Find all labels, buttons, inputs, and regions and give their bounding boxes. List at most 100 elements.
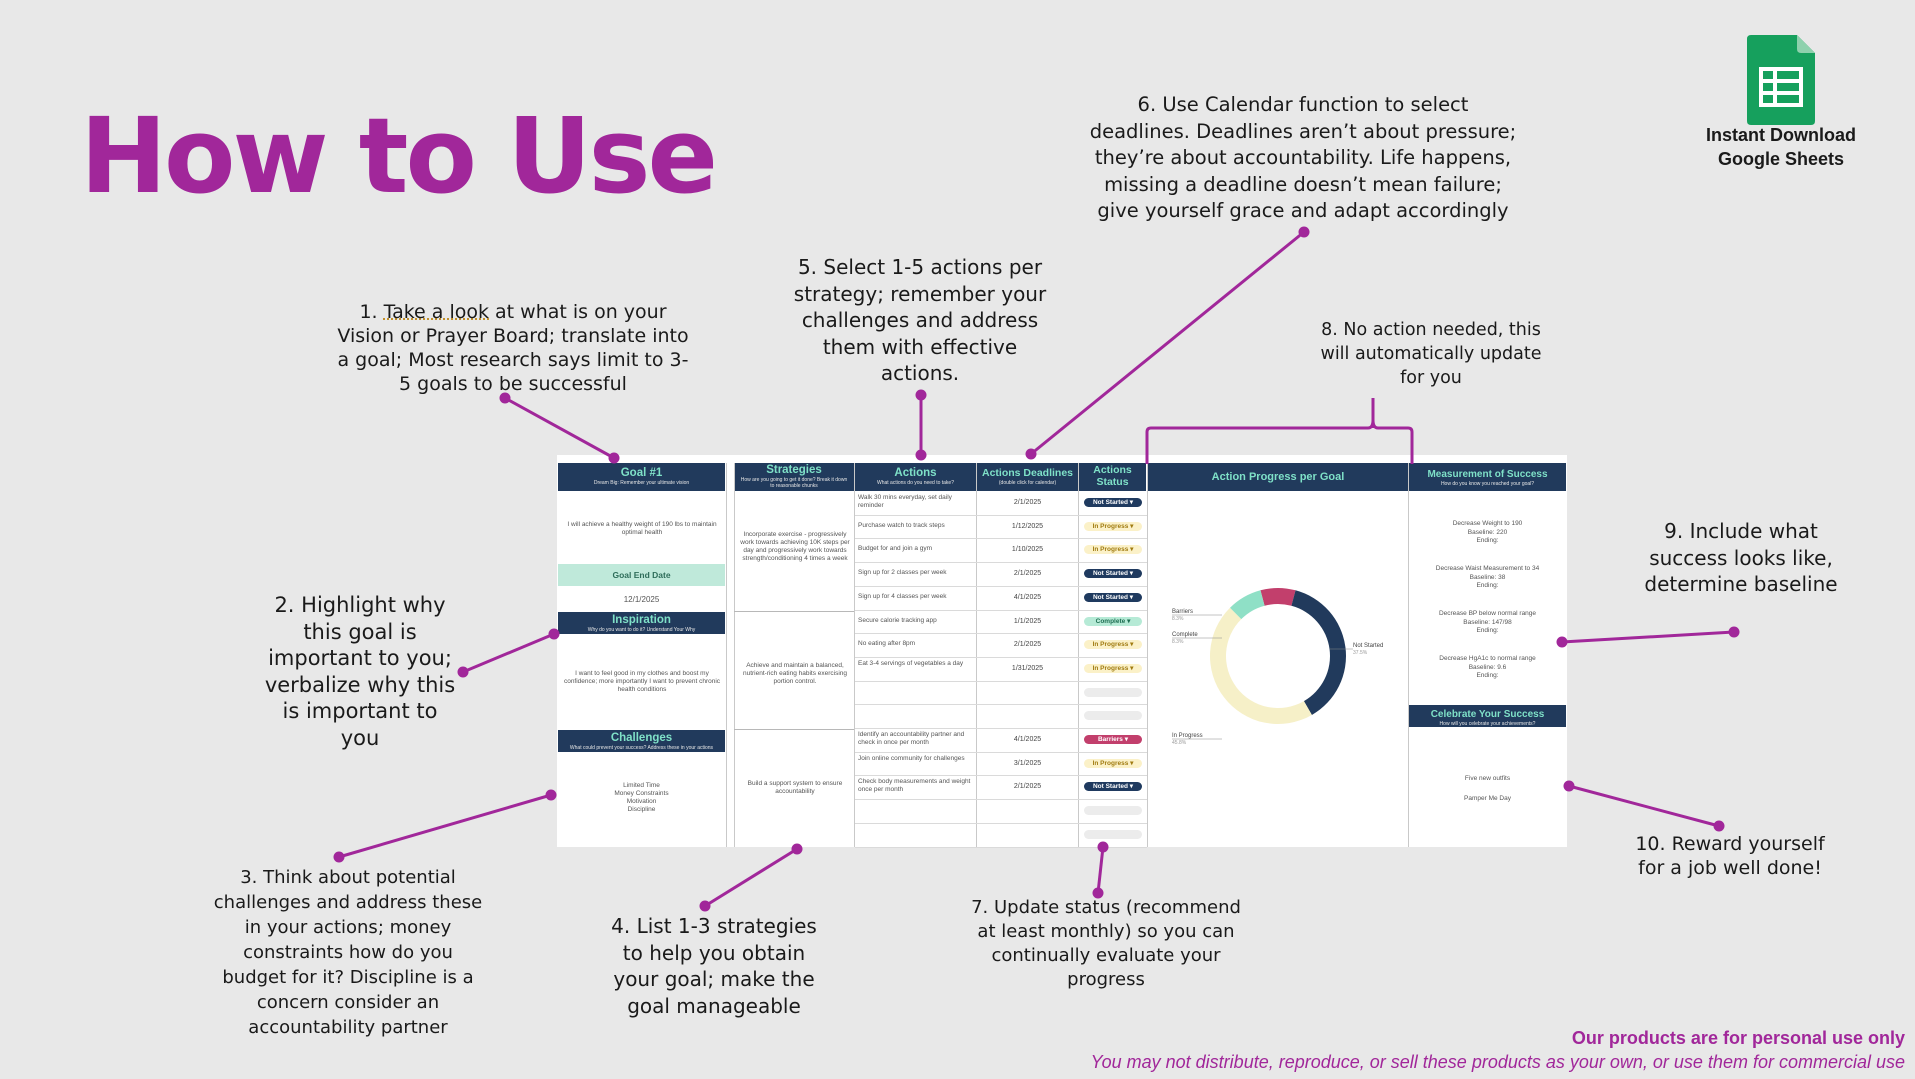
challenges-list: Limited Time Money Constraints Motivatio…	[558, 782, 725, 814]
status-dropdown[interactable]	[1084, 806, 1142, 816]
strategy-item[interactable]: Achieve and maintain a balanced, nutrien…	[742, 662, 848, 685]
donut-label: Not Started	[1353, 643, 1383, 649]
chevron-down-icon: ▾	[1127, 593, 1134, 601]
callout-9: 9. Include what success looks like, dete…	[1644, 519, 1838, 596]
measurement-header: Measurement of Success How do you know y…	[1409, 463, 1566, 491]
status-dropdown[interactable]: In Progress ▾	[1084, 758, 1142, 768]
progress-header: Action Progress per Goal	[1148, 463, 1408, 491]
strategy-item[interactable]: Incorporate exercise - progressively wor…	[740, 531, 850, 562]
strategies-header: Strategies How are you going to get it d…	[734, 463, 854, 491]
status-label: In Progress	[1092, 759, 1129, 767]
action-item[interactable]: Sign up for 4 classes per week	[858, 592, 947, 600]
footer-disclaimer: You may not distribute, reproduce, or se…	[1090, 1052, 1905, 1072]
status-label: In Progress	[1092, 664, 1129, 672]
donut-label: Complete	[1172, 632, 1198, 638]
callout-3: 3. Think about potential challenges and …	[213, 867, 483, 1038]
action-deadline[interactable]: 4/1/2025	[1013, 593, 1042, 601]
callout-6: 6. Use Calendar function to select deadl…	[1089, 93, 1517, 222]
callout-1-link[interactable]: Take a look	[383, 301, 489, 323]
status-dropdown[interactable]: In Progress ▾	[1084, 521, 1142, 531]
status-dropdown[interactable]: Not Started ▾	[1084, 782, 1142, 792]
action-item[interactable]: Check body measurements and weight once …	[858, 778, 971, 793]
status-dropdown[interactable]: In Progress ▾	[1084, 545, 1142, 555]
status-dropdown[interactable]: Not Started ▾	[1084, 569, 1142, 579]
status-label: Not Started	[1092, 593, 1128, 601]
status-dropdown[interactable]: Not Started ▾	[1084, 592, 1142, 602]
challenge-item: Motivation	[626, 798, 657, 805]
action-deadline[interactable]: 1/10/2025	[1011, 546, 1044, 554]
callout-8: 8. No action needed, this will automatic…	[1320, 320, 1542, 388]
donut-slice-in-progress	[1210, 607, 1312, 724]
inspiration-text: I want to feel good in my clothes and bo…	[563, 670, 721, 693]
status-label: Barriers	[1097, 736, 1123, 743]
google-sheets-icon	[1747, 35, 1815, 125]
action-deadline[interactable]: 2/1/2025	[1013, 783, 1042, 791]
status-dropdown[interactable]: In Progress ▾	[1084, 640, 1142, 650]
action-item[interactable]: Join online community for challenges	[858, 754, 965, 762]
status-dropdown[interactable]	[1084, 829, 1142, 839]
goal-header: Goal #1 Dream Big: Remember your ultimat…	[558, 463, 725, 491]
callout-7: 7. Update status (recommend at least mon…	[971, 897, 1241, 990]
chevron-down-icon: ▾	[1128, 522, 1134, 530]
celebrate-list: Five new outfits Pamper Me Day	[1409, 775, 1566, 803]
status-label: Complete	[1095, 617, 1126, 625]
action-deadline[interactable]: 4/1/2025	[1013, 736, 1042, 743]
status-label: In Progress	[1092, 546, 1129, 554]
action-deadline[interactable]: 3/1/2025	[1013, 759, 1042, 767]
action-deadline[interactable]: 2/1/2025	[1013, 641, 1042, 649]
donut-label: In Progress	[1172, 733, 1203, 739]
status-label: Not Started	[1092, 499, 1128, 506]
callout-4: 4. List 1-3 strategies to help you obtai…	[611, 914, 817, 1018]
chevron-down-icon: ▾	[1125, 617, 1131, 625]
donut-percent: 8.3%	[1172, 616, 1184, 622]
action-deadline[interactable]: 2/1/2025	[1013, 499, 1042, 506]
action-item[interactable]: Budget for and join a gym	[858, 545, 933, 553]
status-label: In Progress	[1092, 641, 1129, 649]
action-item[interactable]: Identify an accountability partner and c…	[858, 731, 965, 746]
status-label: Not Started	[1092, 783, 1128, 791]
goal-end-date[interactable]: 12/1/2025	[623, 595, 660, 604]
celebrate-item: Five new outfits	[1464, 775, 1511, 782]
spreadsheet-preview: Goal #1 Dream Big: Remember your ultimat…	[557, 455, 1567, 848]
challenges-header: Challenges What could prevent your succe…	[558, 730, 725, 752]
status-dropdown[interactable]: Barriers ▾	[1084, 735, 1142, 744]
callout-10: 10. Reward yourself for a job well done!	[1635, 833, 1825, 879]
deadlines-header: Actions Deadlines (double click for cale…	[977, 463, 1078, 491]
donut-label: Barriers	[1172, 609, 1193, 615]
status-dropdown[interactable]: In Progress ▾	[1084, 663, 1142, 673]
chevron-down-icon: ▾	[1122, 736, 1128, 743]
action-deadline[interactable]: 1/12/2025	[1011, 522, 1044, 530]
action-item[interactable]: Walk 30 mins everyday, set daily reminde…	[858, 494, 952, 509]
action-deadline[interactable]: 1/1/2025	[1013, 617, 1042, 625]
action-item[interactable]: Sign up for 2 classes per week	[858, 569, 947, 577]
donut-slice-not-started	[1291, 590, 1346, 715]
donut-percent: 37.5%	[1353, 650, 1368, 656]
action-item[interactable]: Secure calorie tracking app	[858, 616, 937, 624]
status-dropdown[interactable]: Not Started ▾	[1084, 498, 1142, 507]
chevron-down-icon: ▾	[1127, 499, 1134, 506]
status-dropdown[interactable]	[1084, 711, 1142, 721]
action-item[interactable]: Eat 3-4 servings of vegetables a day	[858, 659, 964, 667]
strategy-item[interactable]: Build a support system to ensure account…	[747, 780, 843, 795]
celebrate-header: Celebrate Your Success How will you cele…	[1409, 705, 1566, 727]
instant-download-label: Instant Download Google Sheets	[1706, 125, 1856, 169]
action-item[interactable]: Purchase watch to track steps	[858, 521, 945, 529]
action-deadline[interactable]: 1/31/2025	[1011, 664, 1044, 672]
challenge-item: Money Constraints	[614, 790, 669, 797]
action-deadline[interactable]: 2/1/2025	[1013, 570, 1042, 578]
chevron-down-icon: ▾	[1128, 641, 1134, 649]
donut-slice-barriers	[1260, 588, 1296, 606]
status-dropdown[interactable]	[1084, 687, 1142, 697]
action-item[interactable]: No eating after 8pm	[858, 640, 916, 648]
footer-personal-use: Our products are for personal use only	[1571, 1028, 1905, 1048]
status-dropdown[interactable]: Complete ▾	[1084, 616, 1142, 626]
callout-1: 1. Take a look at what is on your Vision…	[337, 301, 689, 395]
goal-text: I will achieve a healthy weight of 190 l…	[567, 521, 717, 536]
status-label: Not Started	[1092, 570, 1128, 578]
chevron-down-icon: ▾	[1127, 570, 1134, 578]
challenge-item: Discipline	[627, 806, 656, 813]
